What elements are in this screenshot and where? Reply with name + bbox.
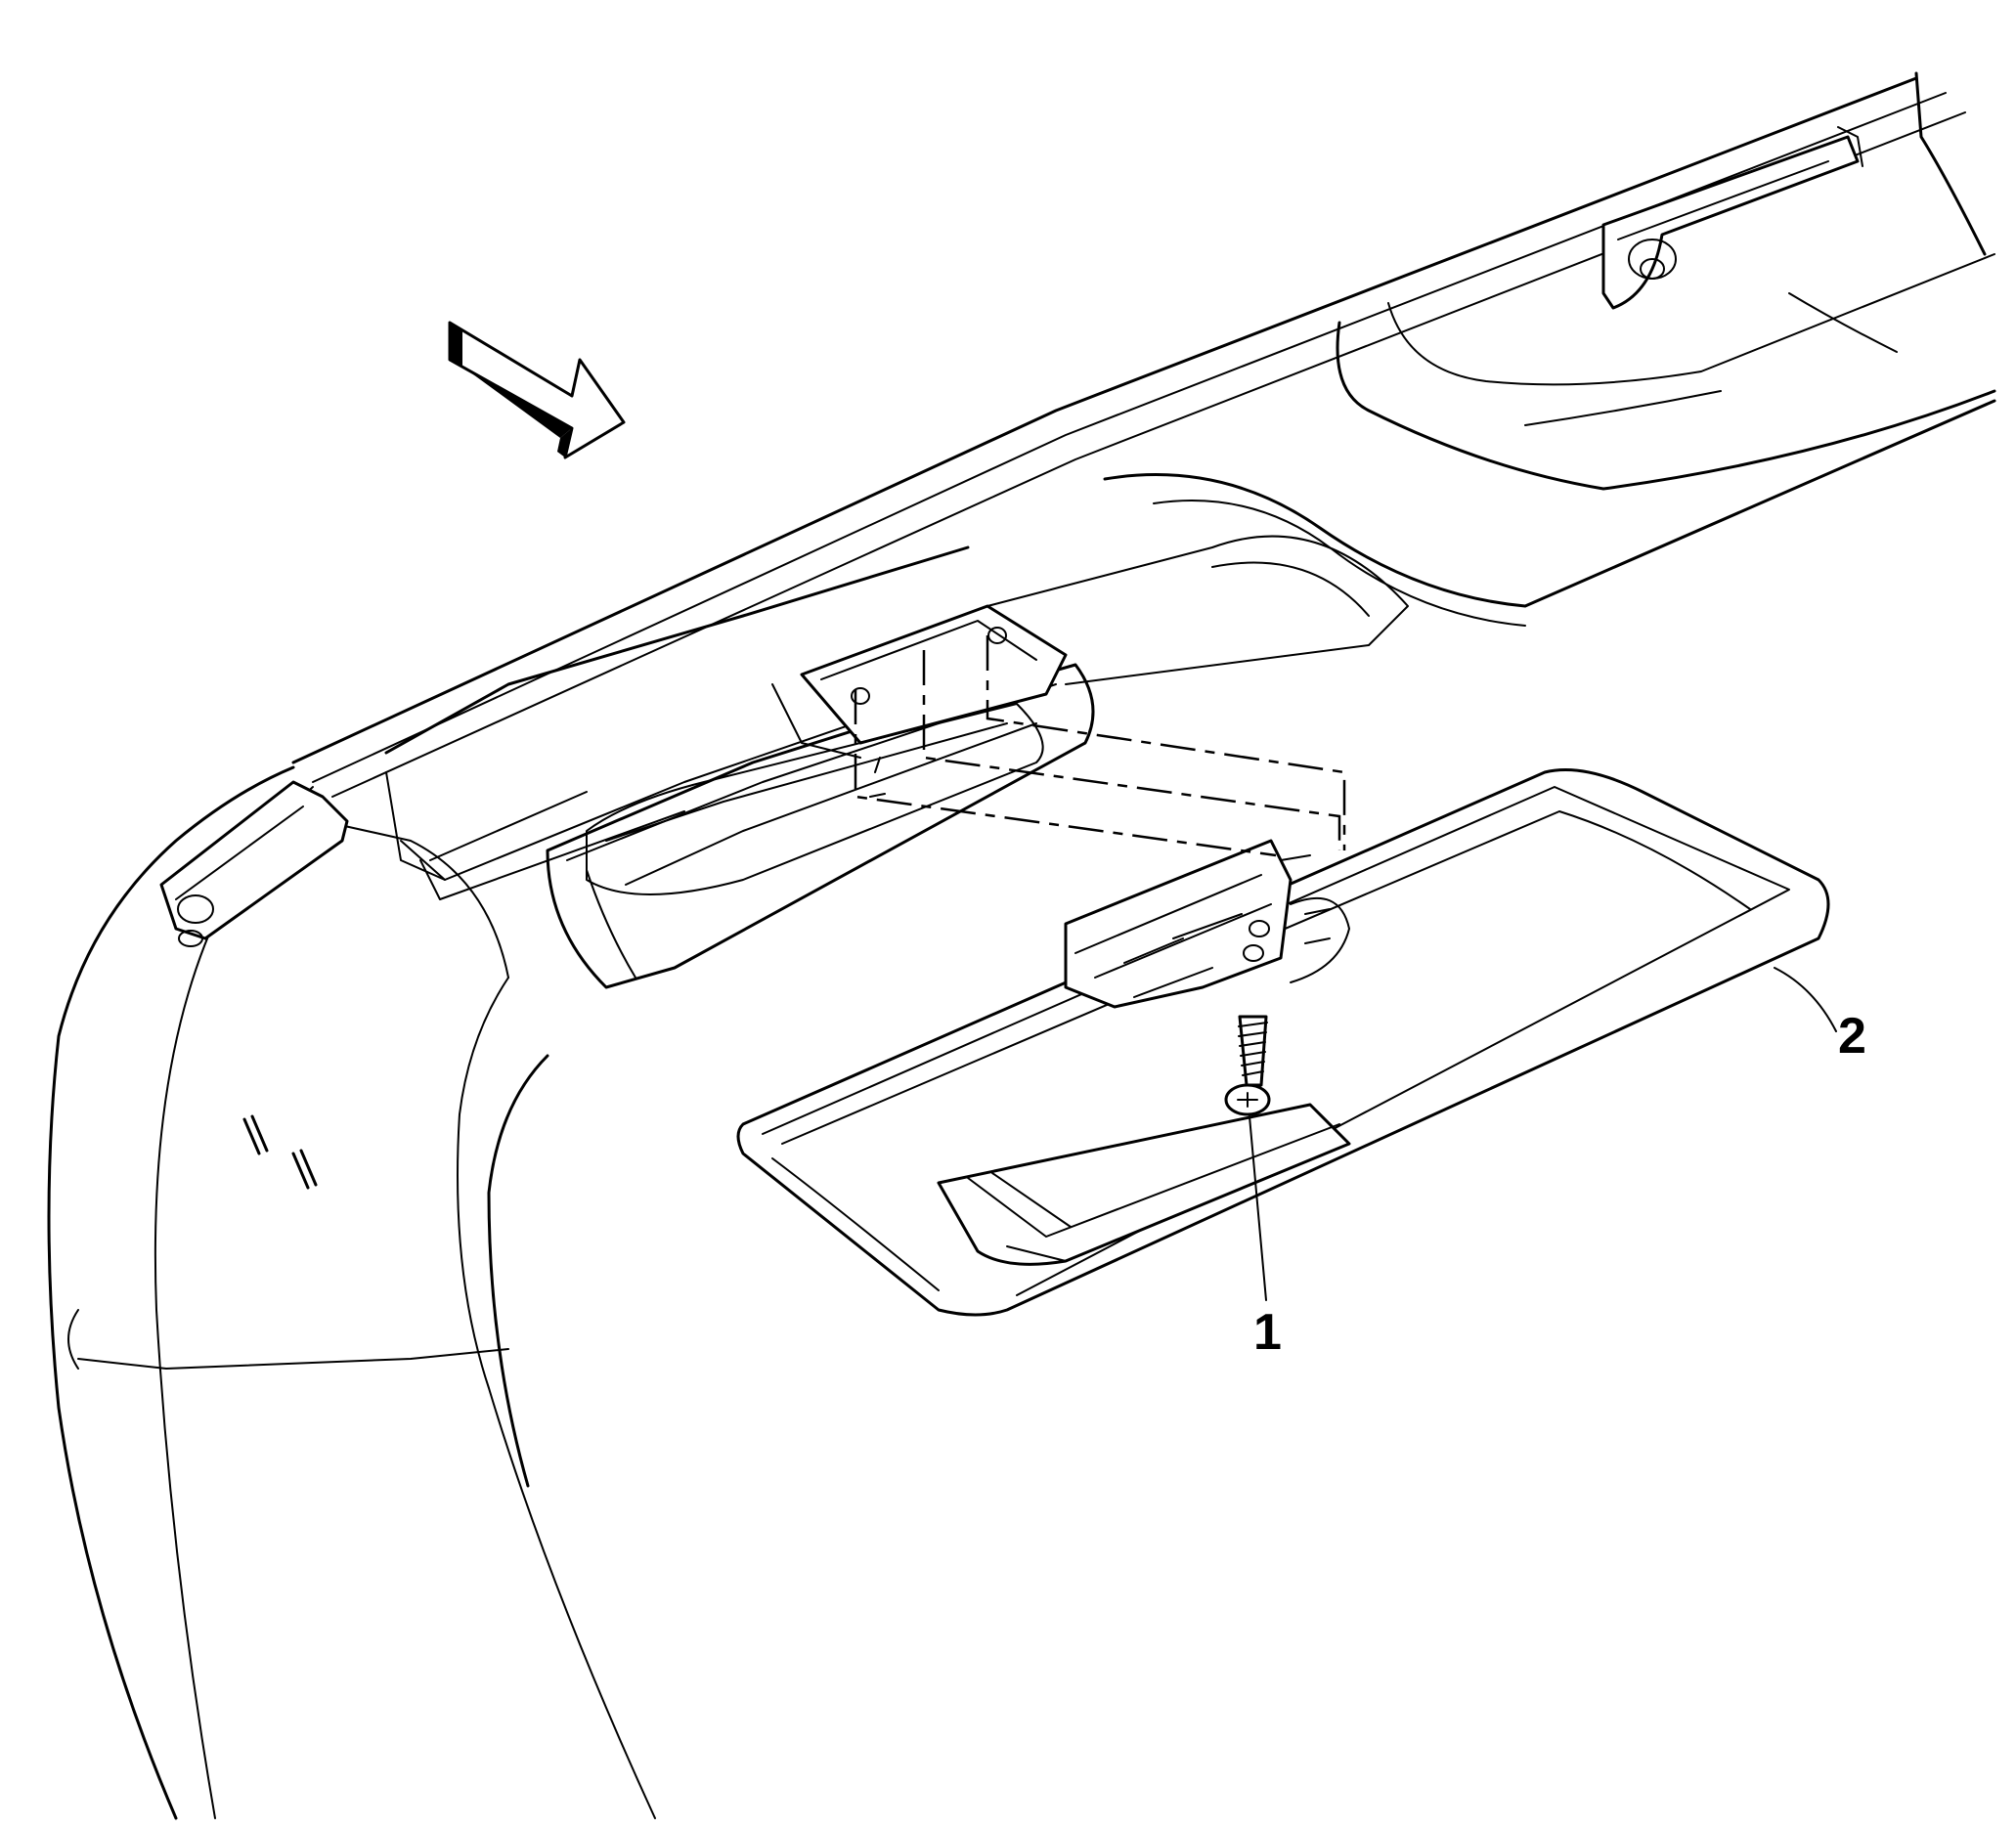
front-direction-arrow-icon [448,321,626,459]
leader-line-2 [1774,967,1837,1032]
alignment-lines [851,627,1346,857]
callout-label-2: 2 [1838,1008,1866,1065]
leader-line-1 [1249,1115,1267,1301]
overhead-console-panel [736,768,1830,1317]
headliner-panel [47,71,1996,1820]
mounting-bracket [1064,839,1350,1009]
callout-label-1: 1 [1253,1304,1282,1361]
screw [1224,1015,1271,1116]
